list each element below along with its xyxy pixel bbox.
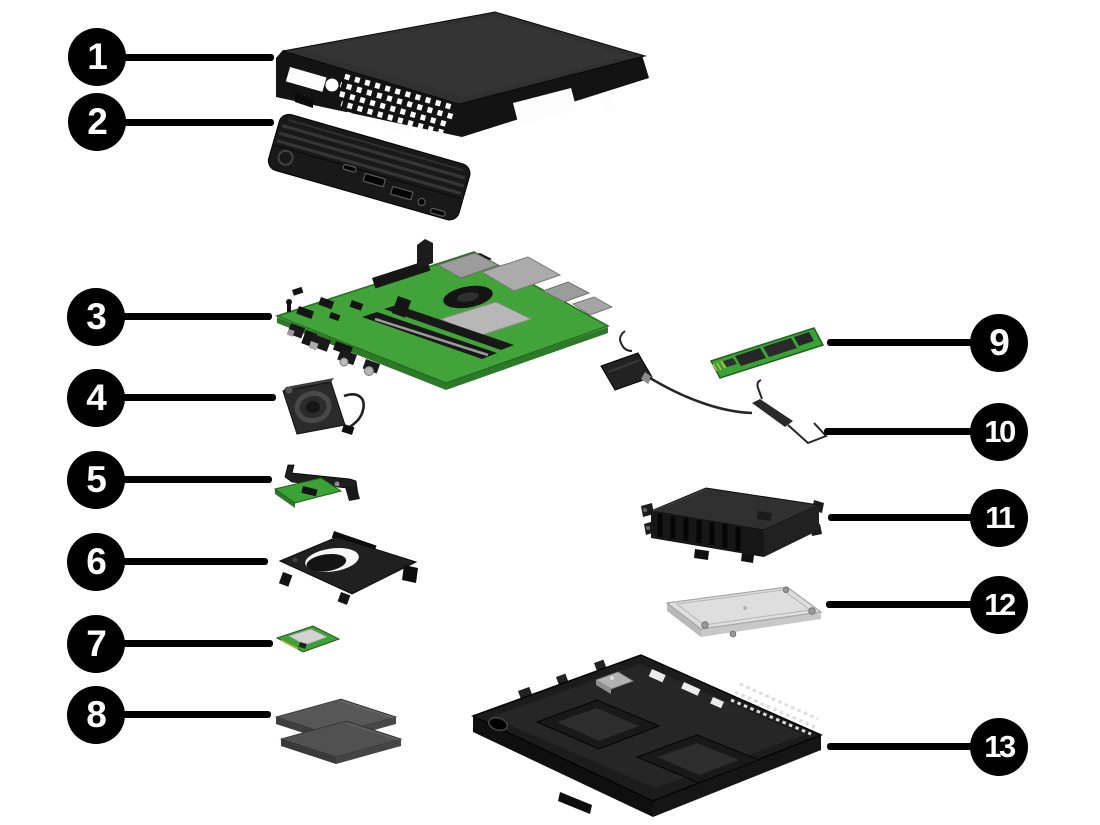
- part-memory-modules-illustration: [274, 698, 403, 764]
- callout-1: 1: [68, 28, 126, 86]
- part-drive-cage-illustration: [641, 487, 824, 563]
- callout-4: 4: [67, 369, 125, 427]
- callout-5: 5: [67, 451, 125, 509]
- part-chassis-illustration: [471, 654, 823, 817]
- leader-line-10: [824, 428, 973, 435]
- part-ssd-illustration: [709, 327, 825, 379]
- callout-8-number: 8: [86, 693, 107, 735]
- leader-line-11: [828, 514, 973, 521]
- part-antenna-cable-illustration: [600, 330, 828, 445]
- callout-2-number: 2: [87, 100, 108, 142]
- leader-line-2: [122, 119, 274, 126]
- leader-line-6: [122, 558, 268, 565]
- part-card-reader-illustration: [273, 464, 360, 508]
- callout-10: 10: [970, 403, 1028, 461]
- callout-1-number: 1: [87, 35, 108, 77]
- part-front-bezel-illustration: [267, 113, 471, 221]
- callout-6: 6: [67, 533, 125, 591]
- callout-8: 8: [67, 686, 125, 744]
- callout-9: 9: [970, 314, 1028, 372]
- callout-6-number: 6: [86, 540, 107, 582]
- callout-3-number: 3: [86, 295, 107, 337]
- part-speaker-illustration: [282, 378, 365, 436]
- leader-line-5: [122, 476, 272, 483]
- callout-5-number: 5: [86, 458, 107, 500]
- leader-line-1: [122, 54, 274, 61]
- callout-7-number: 7: [86, 622, 107, 664]
- part-wlan-module-illustration: [275, 625, 341, 653]
- callout-13-number: 13: [984, 728, 1016, 764]
- leader-line-4: [122, 394, 276, 401]
- callout-10-number: 10: [984, 413, 1016, 449]
- leader-line-8: [122, 711, 271, 718]
- part-system-board-illustration: [274, 239, 614, 390]
- callout-3: 3: [67, 288, 125, 346]
- callout-12: 12: [970, 576, 1028, 634]
- callout-12-number: 12: [984, 586, 1016, 622]
- part-fan-illustration: [278, 531, 418, 605]
- leader-line-12: [826, 601, 973, 608]
- leader-line-13: [827, 743, 973, 750]
- leader-line-7: [122, 640, 273, 647]
- part-hard-drive-illustration: [665, 586, 823, 638]
- callout-2: 2: [68, 93, 126, 151]
- callout-9-number: 9: [989, 321, 1010, 363]
- callout-11: 11: [970, 489, 1028, 547]
- part-top-cover-illustration: [276, 11, 649, 138]
- callout-13: 13: [970, 718, 1028, 776]
- callout-4-number: 4: [86, 376, 107, 418]
- leader-line-3: [122, 313, 272, 320]
- leader-line-9: [827, 339, 973, 346]
- callout-7: 7: [67, 615, 125, 673]
- callout-11-number: 11: [985, 499, 1015, 535]
